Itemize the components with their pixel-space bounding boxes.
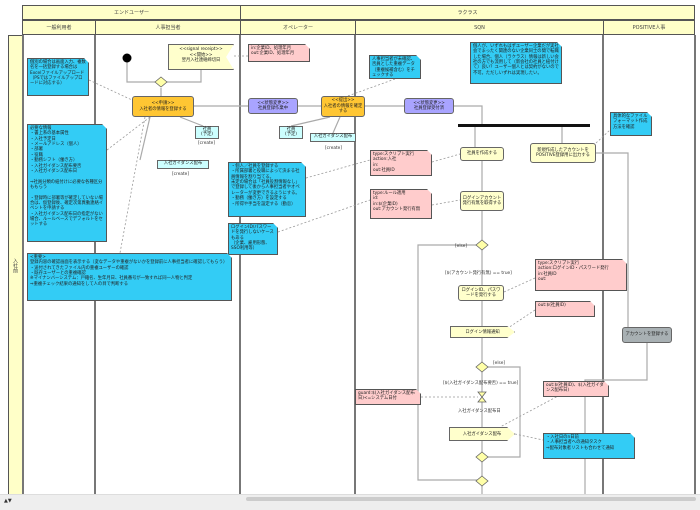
note-rule: type:ルール適用 id: in:$(企業ID) out:アカウント発行有無 xyxy=(370,189,432,219)
object-employee: 社員 (予定) xyxy=(279,126,303,139)
guard-guidance-true: [$(入社ガイダンス配布要否) == true] xyxy=(443,381,519,386)
lane-header-operator: オペレーター xyxy=(240,20,356,35)
note-register-person: ・個人／社員を登録する ・所属部署と役職によって決まる社員情報を割り当てる。 未… xyxy=(228,162,306,217)
signal-login-notify[interactable]: ログイン情報通知 xyxy=(450,326,515,338)
merge-diamond xyxy=(475,475,489,487)
merge-diamond xyxy=(475,451,489,463)
lane-header-positive: POSITIVE人事 xyxy=(603,20,695,35)
lane-divider xyxy=(354,35,356,495)
note-in-out: in:企業ID、処理年月 out:企業ID、処理年月 xyxy=(248,44,310,62)
action-status-accepted[interactable]: <<状態変更>> 社員登録受付済 xyxy=(404,98,454,114)
initial-node xyxy=(122,53,132,63)
horizontal-scrollbar[interactable]: ▲▼ xyxy=(0,494,700,510)
note-script-login: type:スクリプト実行 action:ログインID・パスワード発行 in:社員… xyxy=(535,259,627,291)
fork-bar xyxy=(458,124,590,127)
lane-divider xyxy=(239,35,241,495)
action-issue-login[interactable]: ログインID、パスワードを発行する xyxy=(458,285,504,301)
note-required-info: 必要な情報 ・書上系の基本属性 ・入社予定日 ・メールアドレス（個人） ・部署 … xyxy=(27,124,107,242)
note-out-employee: out:$(社員ID) xyxy=(535,301,595,317)
note-file-format: 具体的なファイルフォーマット作成方法を確認 xyxy=(610,112,652,136)
action-confirm-new-hire[interactable]: <<提出>> 入社者の情報を確定する xyxy=(321,96,365,117)
lane-divider xyxy=(22,35,24,495)
create-label: [create] xyxy=(325,146,342,151)
lane-header-hr: 人事担当者 xyxy=(95,20,241,35)
decision-diamond xyxy=(475,239,489,251)
guard-else: [else] xyxy=(455,244,468,249)
note-script-join: type:スクリプト実行 action:入社 in: out:社員ID xyxy=(370,150,432,176)
guard-else: [else] xyxy=(493,361,506,366)
group-header-rakuras: ラクラス xyxy=(240,5,695,20)
action-get-account-flag[interactable]: ログインアカウント発行有無を取得する xyxy=(460,191,504,211)
object-guidance: 入社ガイダンス配布 xyxy=(310,133,356,142)
object-guidance: 入社ガイダンス配布 xyxy=(157,160,209,169)
signal-guidance-send[interactable]: 入社ガイダンス配布 xyxy=(449,427,515,441)
create-label: [create] xyxy=(172,172,189,177)
note-out-guidance: out:$(社員ID)、$(入社ガイダンス配布日) xyxy=(543,381,609,397)
action-status-working[interactable]: <<状態変更>> 社員登録作業中 xyxy=(248,98,298,114)
note-duplicate-check: 人事担当者が未確認、否員とした重複データ（重複候補含む）をチェックする xyxy=(369,55,421,79)
timer-label: 入社ガイダンス配布日 xyxy=(458,409,501,414)
note-personal-info: 個人が、いずれもはずユーザー企業だが実社会でまったく関連のない企業同士の間で転職… xyxy=(470,42,562,84)
object-employee: 社員 (予定) xyxy=(195,126,219,139)
scroll-arrows-icon[interactable]: ▲▼ xyxy=(4,498,12,504)
guard-account-true: [$(アカウント発行有無) == true] xyxy=(445,271,512,276)
action-register-account[interactable]: アカウントを登録する xyxy=(622,327,672,343)
note-notify: ・入社日のn日前 ・人事担当者への通知タスク ⇒配布対象者リストも合わせて通知 xyxy=(543,433,635,459)
signal-receipt-start: <<signal receipt>> <<開始>> 翌月入社連絡締切日 xyxy=(168,44,234,70)
decision-diamond xyxy=(475,361,489,373)
lane-divider xyxy=(694,35,696,495)
scrollbar-thumb[interactable] xyxy=(246,497,696,501)
note-important: <重要> 登録内容の確認画面を表示する（変なデータや重複がないかを登録前に人事担… xyxy=(27,253,232,301)
action-export-account[interactable]: 新規作成したアカウントをPOSITIVE登録用に出力する xyxy=(530,143,596,163)
timer-hourglass xyxy=(477,391,487,403)
merge-diamond xyxy=(154,76,168,88)
note-upload: 個別の場合は画面入力、複数名を一括登録する場合はExcelファイルアップロード（… xyxy=(27,58,89,96)
action-create-employee[interactable]: 社員を作成する xyxy=(460,147,504,161)
create-label: [create] xyxy=(198,141,215,146)
action-register-new-hire[interactable]: <<申請>> 入社者の情報を登録する xyxy=(132,96,194,117)
note-login-case: ログインID/パスワードを発行しないケースもある （企業、雇用形態、SSO利用等… xyxy=(228,223,278,255)
note-guard: guard:$(入社ガイダンス配布日)<=システム日付 xyxy=(355,389,421,405)
